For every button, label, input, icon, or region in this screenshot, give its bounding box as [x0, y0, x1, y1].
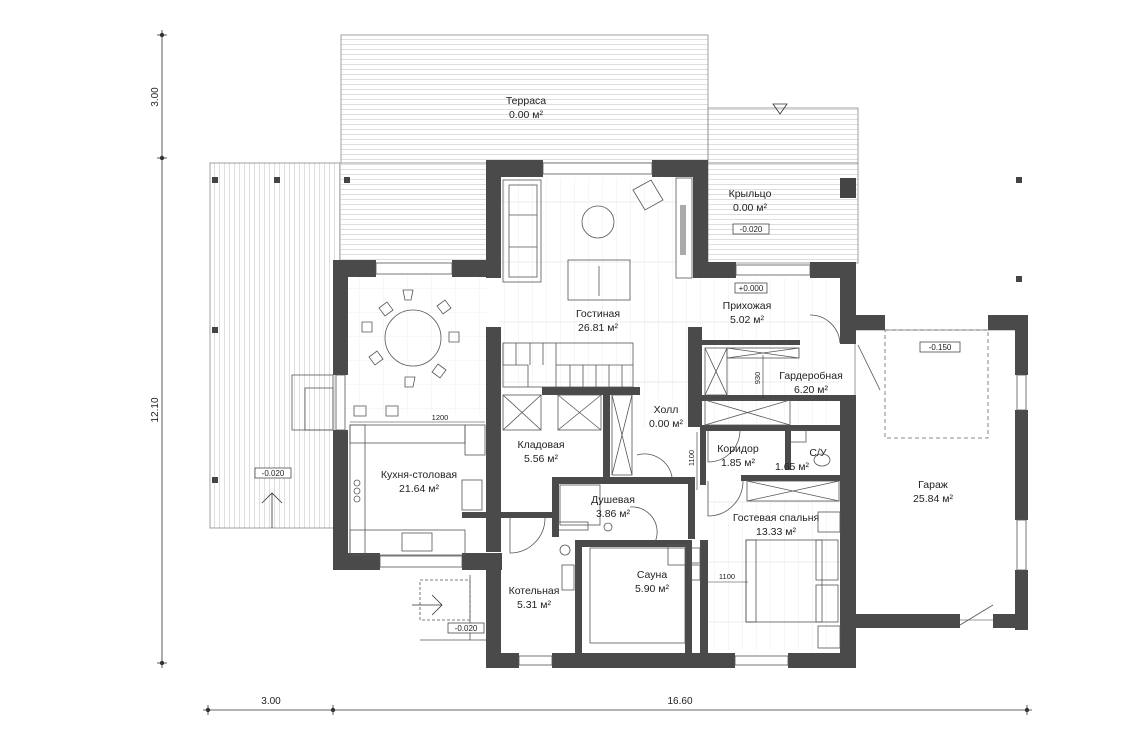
- room-name: Душевая: [591, 494, 635, 506]
- room-area: 26.81 м²: [578, 322, 618, 334]
- svg-text:+0.000: +0.000: [739, 284, 764, 293]
- room-area: 21.64 м²: [399, 483, 439, 495]
- room-area: 25.84 м²: [913, 493, 953, 505]
- room-name: Холл: [654, 404, 679, 416]
- dim-bedroom: 1100: [719, 572, 735, 581]
- svg-text:-0.020: -0.020: [740, 225, 763, 234]
- windows: [335, 162, 1027, 666]
- room-name: Котельная: [509, 585, 560, 597]
- room-labels: Терраса 0.00 м² Крыльцо 0.00 м² Гостиная…: [381, 95, 954, 611]
- terrace-deck: [209, 34, 859, 529]
- dimensions: [157, 30, 1032, 715]
- svg-text:-0.020: -0.020: [262, 469, 285, 478]
- room-name: Терраса: [506, 95, 546, 107]
- room-name: Гардеробная: [779, 370, 843, 382]
- room-name: Гостевая спальня: [733, 512, 819, 524]
- room-area: 0.00 м²: [733, 202, 768, 214]
- room-area: 5.56 м²: [524, 453, 559, 465]
- dim-bottom-main: 16.60: [667, 696, 692, 707]
- room-area: 1.65 м²: [775, 461, 810, 473]
- room-name: Кладовая: [517, 439, 564, 451]
- dim-bottom-left: 3.00: [261, 696, 281, 707]
- room-name: Крыльцо: [729, 188, 772, 200]
- room-name: Сауна: [637, 569, 667, 581]
- room-name: Коридор: [717, 443, 759, 455]
- room-area: 3.86 м²: [596, 508, 631, 520]
- room-area: 1.85 м²: [721, 457, 756, 469]
- room-name: Прихожая: [723, 300, 772, 312]
- level-markers: -0.150 +0.000 -0.020 -0.020 -0.020: [212, 103, 1022, 634]
- svg-text:-0.020: -0.020: [455, 624, 478, 633]
- room-name: Гостиная: [576, 308, 620, 320]
- room-area: 0.00 м²: [509, 109, 544, 121]
- furniture: [291, 177, 994, 649]
- dim-wardrobe: 930: [753, 372, 762, 385]
- walls: [333, 160, 1028, 668]
- dim-left-top: 3.00: [150, 87, 161, 107]
- room-area: 5.31 м²: [517, 599, 552, 611]
- dim-corridor: 1100: [687, 450, 696, 466]
- garage-area: [854, 329, 1024, 621]
- floors: [345, 178, 841, 650]
- room-area: 5.90 м²: [635, 583, 670, 595]
- room-area: 13.33 м²: [756, 526, 796, 538]
- room-area: 0.00 м²: [649, 418, 684, 430]
- dim-left-main: 12.10: [150, 397, 161, 422]
- room-area: 5.02 м²: [730, 314, 765, 326]
- svg-text:-0.150: -0.150: [929, 343, 952, 352]
- room-name: Гараж: [918, 479, 948, 491]
- room-name: С/У: [809, 447, 827, 459]
- room-name: Кухня-столовая: [381, 469, 457, 481]
- room-area: 6.20 м²: [794, 384, 829, 396]
- dim-counter: 1200: [432, 413, 449, 422]
